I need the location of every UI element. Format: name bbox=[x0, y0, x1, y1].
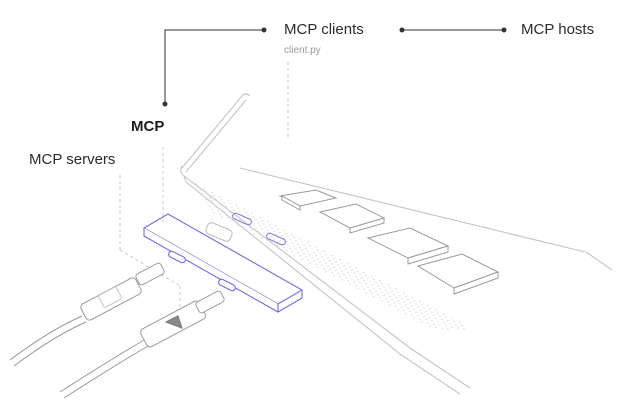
laptop-ports bbox=[232, 212, 286, 246]
dashed-guides bbox=[119, 62, 289, 320]
keyboard-keys bbox=[278, 189, 500, 295]
mcp-hub bbox=[142, 213, 304, 313]
laptop-base bbox=[180, 165, 613, 395]
connector-logo-icon bbox=[164, 315, 183, 329]
mcp-hosts-label: MCP hosts bbox=[521, 21, 595, 38]
mcp-servers-label: MCP servers bbox=[29, 151, 116, 168]
usb-cable-right bbox=[59, 290, 225, 399]
mcp-clients-label: MCP clients bbox=[284, 21, 364, 38]
mcp-label: MCP bbox=[131, 118, 165, 135]
connector-lines bbox=[162, 27, 507, 107]
laptop-lid bbox=[181, 93, 251, 173]
usb-cable-left bbox=[9, 262, 165, 367]
speaker-grille bbox=[195, 183, 465, 330]
device-tab bbox=[205, 222, 233, 242]
client-file-label: client.py bbox=[284, 45, 321, 56]
